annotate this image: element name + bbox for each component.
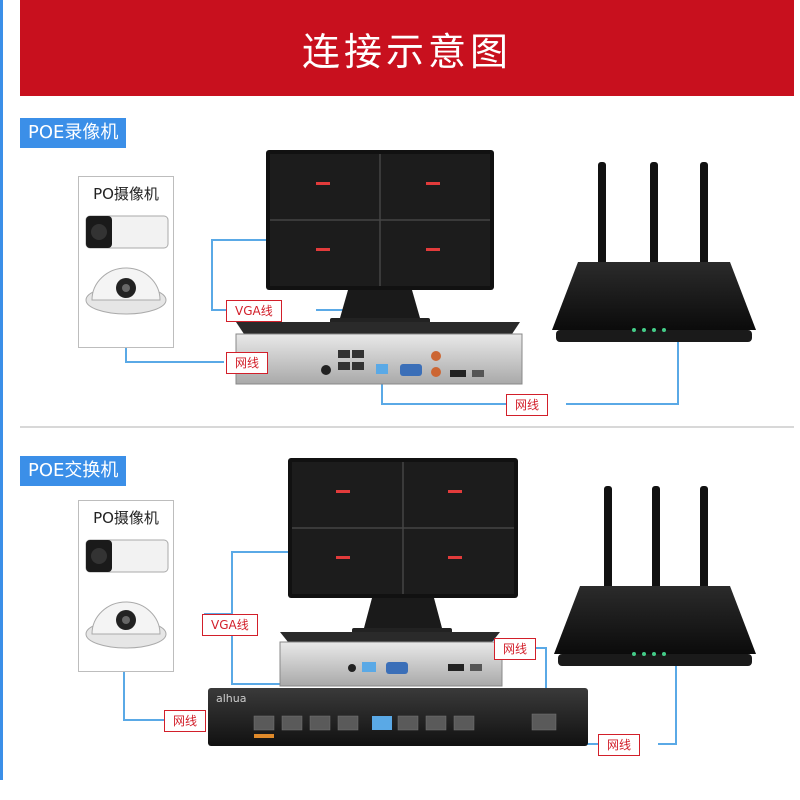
dome-camera-icon [85,601,167,649]
network-cable-label: 网线 [598,734,641,756]
section-tag-poe-switch: POE交换机 [20,456,127,486]
router-icon [554,486,756,666]
network-cable-label: 网线 [494,638,537,660]
left-accent-rail [0,0,3,780]
switch-brand-text: alhua [216,692,246,705]
vga-cable [204,551,288,615]
section-tag-poe-nvr: POE录像机 [20,118,127,148]
network-cable-camera [125,348,224,363]
camera-card: PO摄像机 [78,176,174,348]
network-cable-router [566,340,679,405]
bullet-camera-icon [85,539,169,573]
page-header: 连接示意图 [20,0,794,96]
camera-card-title: PO摄像机 [93,509,159,527]
network-cable-router [658,664,677,745]
nvr-icon [235,322,523,385]
section-divider [20,426,794,428]
network-cable-label: 网线 [506,394,549,416]
poe-switch-icon: alhua [208,688,588,746]
router-icon [552,162,756,342]
dome-camera-icon [85,267,167,315]
vga-cable-label: VGA线 [226,300,282,322]
page-title: 连接示意图 [301,29,512,74]
nvr-icon [279,632,503,687]
monitor-icon [266,150,494,324]
network-cable-label: 网线 [226,352,269,374]
vga-cable-label: VGA线 [202,614,258,636]
network-cable-label: 网线 [164,710,207,732]
bullet-camera-icon [85,215,169,249]
camera-card-title: PO摄像机 [93,185,159,203]
network-cable-camera [123,672,164,721]
monitor-icon [288,458,518,634]
